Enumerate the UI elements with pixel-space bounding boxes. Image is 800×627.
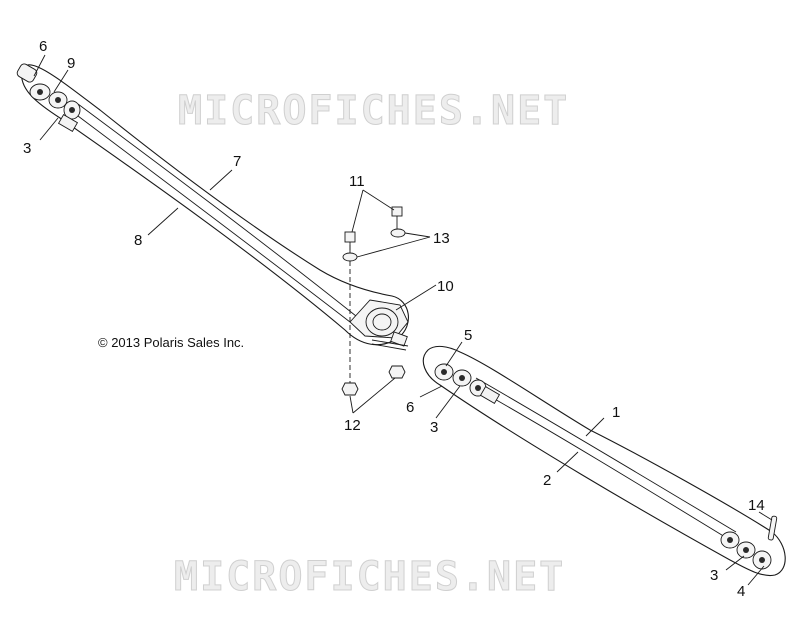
nut-right [388, 365, 406, 379]
washer-left [342, 252, 358, 262]
callout-8: 8 [134, 232, 142, 249]
rear-left-u-joint [434, 363, 501, 404]
spring-pin [767, 515, 778, 541]
callout-14: 14 [748, 497, 765, 514]
callout-11: 11 [349, 173, 365, 190]
front-u-joint [29, 83, 81, 132]
callout-12: 12 [344, 417, 361, 434]
callout-9: 9 [67, 55, 75, 72]
watermark-top: MICROFICHES.NET [178, 88, 569, 134]
callout-4: 4 [737, 583, 745, 600]
callout-1: 1 [612, 404, 620, 421]
washer-right [390, 228, 406, 238]
bolt-upper-left [344, 231, 356, 256]
nut-left [341, 382, 359, 396]
leader-lines [33, 54, 773, 586]
callout-6-rear: 6 [406, 399, 414, 416]
rear-right-u-joint [720, 531, 772, 570]
callout-6-front: 6 [39, 38, 47, 55]
front-yoke [16, 63, 38, 83]
carrier-bearing [349, 299, 409, 351]
callouts: 6 9 3 7 8 11 13 10 5 6 3 12 1 2 14 3 4 [23, 38, 765, 600]
watermark-bottom: MICROFICHES.NET [174, 554, 565, 600]
front-prop-shaft [16, 63, 409, 346]
rear-prop-shaft [422, 345, 786, 577]
callout-5: 5 [464, 327, 472, 344]
callout-3-rear-right: 3 [710, 567, 718, 584]
callout-2: 2 [543, 472, 551, 489]
callout-3-rear-left: 3 [430, 419, 438, 436]
callout-10: 10 [437, 278, 454, 295]
callout-3-front: 3 [23, 140, 31, 157]
copyright-notice: © 2013 Polaris Sales Inc. [98, 335, 244, 350]
callout-7: 7 [233, 153, 241, 170]
callout-13: 13 [433, 230, 450, 247]
bolt-upper-right [391, 206, 403, 230]
